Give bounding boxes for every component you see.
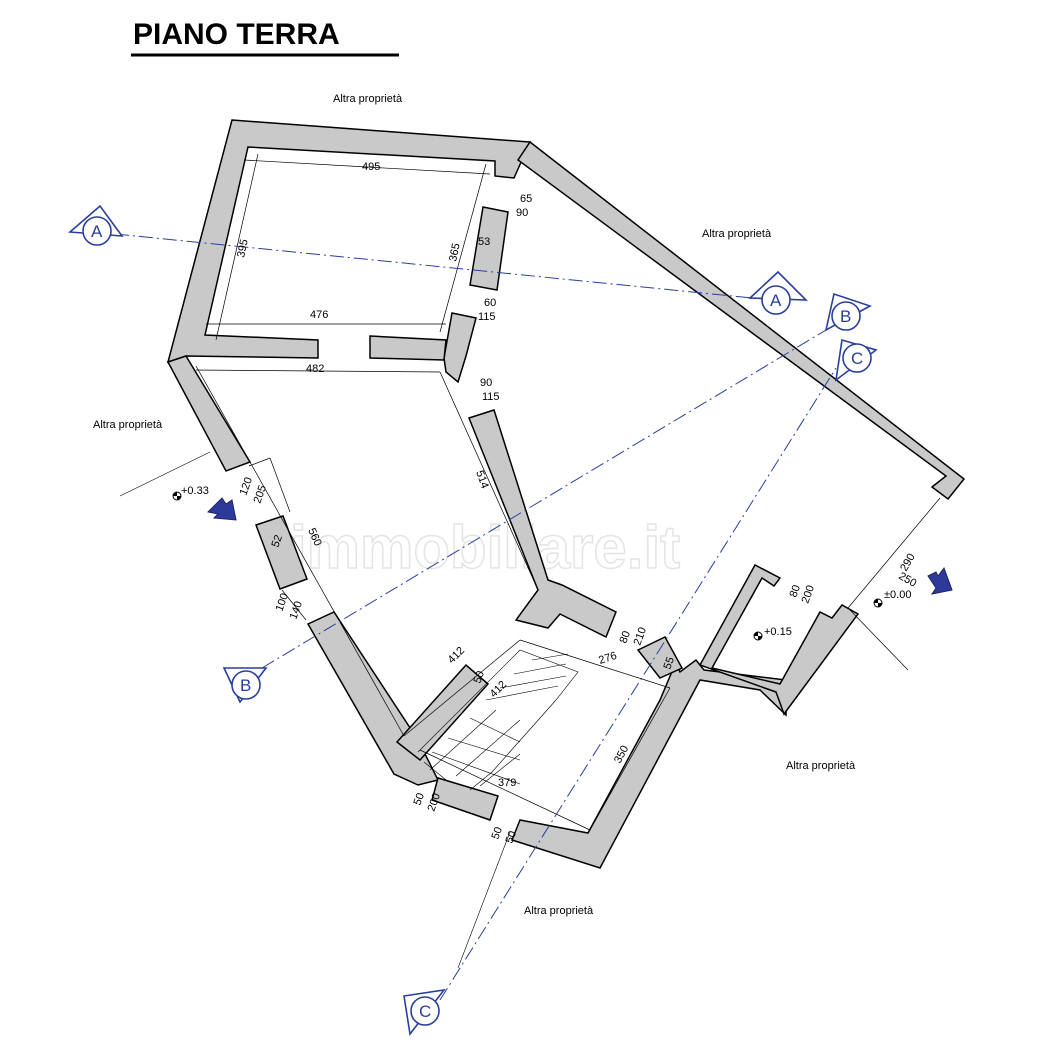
dim-left-window-b-width: 100 [274, 592, 292, 613]
dim-stair-small-b: 412 [488, 679, 509, 700]
dim-window-top-a-height: 90 [516, 207, 528, 219]
level-left-label: +0.33 [181, 485, 209, 497]
dim-top-room-height-right: 365 [447, 242, 463, 262]
dim-top-room-bottom-width: 476 [310, 309, 328, 321]
dim-middle-room-diagonal: 514 [473, 469, 491, 490]
section-marker-c-right: C [834, 338, 878, 382]
section-marker-b-right-label: B [840, 307, 851, 326]
wall-small-room [698, 563, 860, 716]
wall-middle-right [468, 409, 617, 639]
dim-stair-left: 412 [446, 645, 467, 666]
dim-window-top-b-height: 115 [478, 311, 496, 323]
section-marker-c-bottom-label: C [419, 1002, 431, 1021]
section-marker-a-right: A [748, 270, 809, 315]
neighbor-label-right: Altra proprietà [702, 228, 772, 240]
dim-small-room-window-height: 200 [800, 584, 818, 605]
exterior-line-bottom [457, 831, 511, 969]
dim-bottom-room-width: 276 [597, 650, 618, 667]
section-marker-b-left-label: B [240, 676, 251, 695]
dim-middle-room-width: 482 [306, 363, 324, 375]
wall-stair-left [395, 663, 490, 762]
neighbor-label-top: Altra proprietà [333, 93, 403, 105]
section-marker-a-left: A [68, 204, 124, 246]
section-marker-a-left-label: A [91, 222, 103, 241]
dim-entrance-height: 250 [897, 570, 919, 590]
dim-door-right-a-width: 90 [480, 377, 492, 389]
section-marker-b-right: B [824, 292, 872, 332]
dim-bottom-door-width: 50 [490, 825, 505, 841]
wall-left-upper [166, 355, 252, 472]
level-small-room-label: +0.15 [764, 626, 792, 638]
dimension-lines [195, 153, 941, 831]
dim-wall-piece-top: 53 [478, 236, 490, 248]
level-marker-right: ±0.00 [873, 589, 911, 608]
wall-top-room [166, 119, 532, 364]
neighbor-label-left: Altra proprietà [93, 419, 163, 431]
dim-bottom-left-window-height: 200 [426, 792, 444, 813]
dim-bottom-window-width: 80 [618, 629, 633, 645]
wall-bottom-right-piece [636, 636, 684, 679]
dim-bottom-room-length: 379 [498, 777, 516, 789]
neighbor-label-bottom-right: Altra proprietà [786, 760, 856, 772]
dim-stair-small-a: 50 [472, 669, 487, 685]
exterior-line-left [119, 451, 211, 497]
wall-left-mid [255, 515, 308, 590]
wall-diagonal-outer [516, 140, 966, 501]
neighbor-label-bottom: Altra proprietà [524, 905, 594, 917]
dim-small-room-window-width: 80 [788, 583, 803, 599]
dim-entrance-width: 290 [898, 552, 918, 574]
level-marker-left: +0.33 [172, 485, 209, 501]
section-marker-c-bottom: C [403, 988, 446, 1036]
section-lines [114, 233, 837, 1001]
wall-top-right-piece-1 [469, 206, 509, 291]
section-marker-a-right-label: A [770, 291, 782, 310]
section-marker-b-left: B [222, 667, 268, 704]
dim-left-window-b-height: 140 [288, 600, 306, 621]
wall-bottom-right [511, 658, 787, 869]
watermark: immobiliare.it [290, 514, 680, 581]
staircase [417, 649, 579, 791]
dim-bottom-wall-piece: 55 [662, 655, 677, 671]
wall-divider-right [369, 335, 447, 361]
dim-bottom-window-height: 210 [632, 626, 650, 647]
entrance-arrow-right [927, 566, 953, 595]
section-marker-c-right-label: C [851, 349, 863, 368]
wall-top-right-piece-2 [443, 312, 477, 384]
page-title: PIANO TERRA [133, 18, 340, 51]
level-right-label: ±0.00 [884, 589, 911, 601]
dim-window-top-a-width: 65 [520, 193, 532, 205]
dim-bottom-left-window-width: 50 [412, 791, 427, 807]
dim-top-room-height-left: 395 [235, 238, 251, 258]
dim-left-window-height: 205 [252, 484, 270, 505]
dim-left-window-width: 120 [238, 476, 256, 497]
dim-top-room-width: 495 [362, 161, 380, 173]
entrance-arrow-left [206, 497, 237, 521]
dim-bottom-door-height: 50 [504, 829, 519, 845]
dim-window-top-b-width: 60 [484, 297, 496, 309]
dim-left-wall-piece: 52 [270, 533, 285, 549]
level-marker-small-room: +0.15 [753, 626, 792, 641]
dim-door-right-a-height: 115 [482, 391, 500, 403]
wall-bottom [431, 777, 499, 821]
